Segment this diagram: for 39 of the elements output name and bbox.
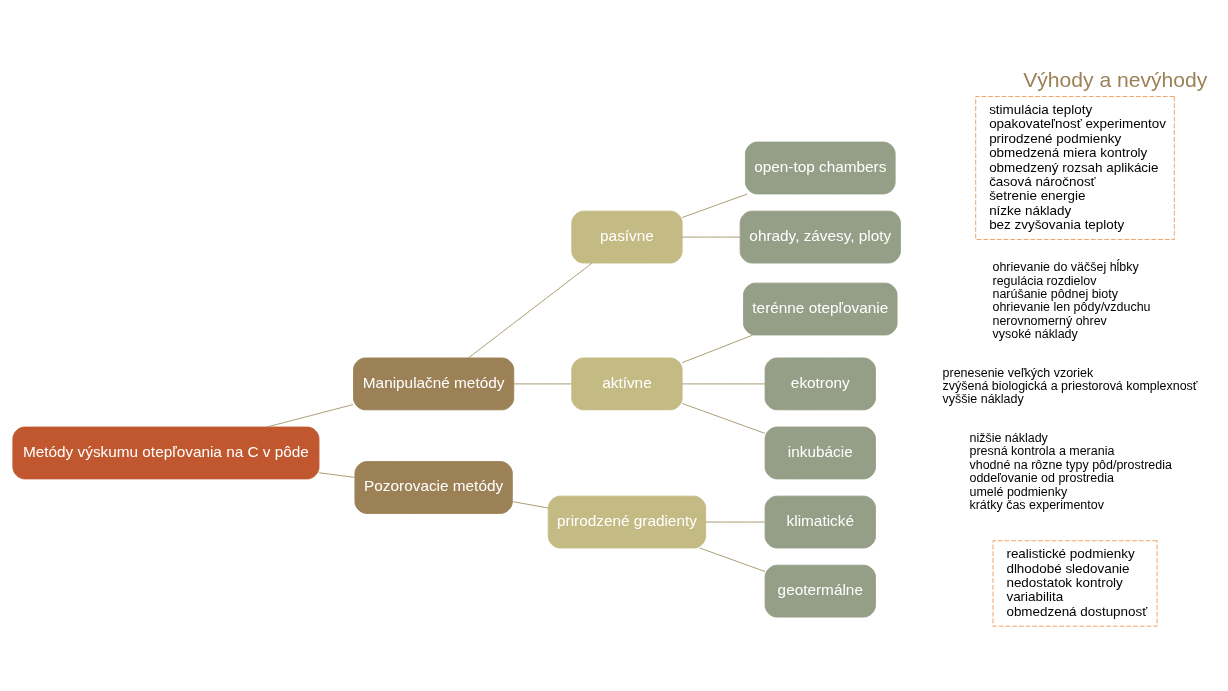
node-label: umelé podmienky (969, 484, 1068, 499)
node-label: narúšanie pôdnej bioty (992, 286, 1118, 301)
node-box: open-top chambers (744, 141, 896, 194)
node-label: nižšie náklady (969, 430, 1048, 445)
node-box: ohrady, závesy, ploty (739, 210, 901, 263)
connector (681, 236, 741, 238)
diagram-title: Výhody a nevýhody (1023, 67, 1208, 91)
node-label: nerovnomerný ohrev (992, 313, 1107, 328)
connector (681, 402, 766, 434)
node-box: Pozorovacie metódy (354, 460, 513, 514)
node-box: Manipulačné metódy (353, 357, 515, 410)
node-box: prirodzené gradienty (547, 495, 707, 548)
node-box: klimatické (764, 495, 876, 548)
node-box: pasívne (571, 210, 683, 263)
connector (681, 193, 748, 218)
node-box: inkubácie (764, 426, 876, 479)
node-label: regulácia rozdielov (992, 273, 1097, 287)
connector (681, 382, 766, 384)
node-label: prenesenie veľkých vzoriek (942, 365, 1094, 380)
connector (467, 262, 593, 358)
connector (511, 500, 549, 508)
node-box: Metódy výskumu otepľovania na C v pôde (12, 426, 320, 479)
node-label: krátky čas experimentov (969, 497, 1104, 512)
connector (681, 334, 754, 363)
node-box: realistické podmienky dlhodobé sledovanie nedostatok kontroly variabilita obmedzená dostupnosť (992, 539, 1158, 627)
connector (266, 403, 354, 428)
node-box: ekotrony (764, 357, 876, 410)
node-box: aktívne (571, 357, 683, 410)
connector (513, 382, 573, 384)
node-box: geotermálne (764, 564, 876, 618)
node-label: ohrievanie do väčšej hĺbky (992, 259, 1139, 274)
node-label: vhodné na rôzne typy pôd/prostredia (969, 457, 1172, 472)
connector (705, 521, 766, 523)
connector (318, 471, 356, 478)
node-label: zvýšená biologická a priestorová komplexnosť (942, 378, 1198, 393)
node-box: stimulácia teploty opakovateľnosť experimentov prirodzené podmienky obmedzená miera kontroly obmedzený rozsah aplikácie časová náročnosť šetrenie energie nízke náklady bez zvyšovania teploty (975, 95, 1175, 240)
node-box: terénne otepľovanie (743, 282, 898, 335)
node-label: vysoké náklady (992, 326, 1078, 341)
connector (699, 547, 766, 572)
